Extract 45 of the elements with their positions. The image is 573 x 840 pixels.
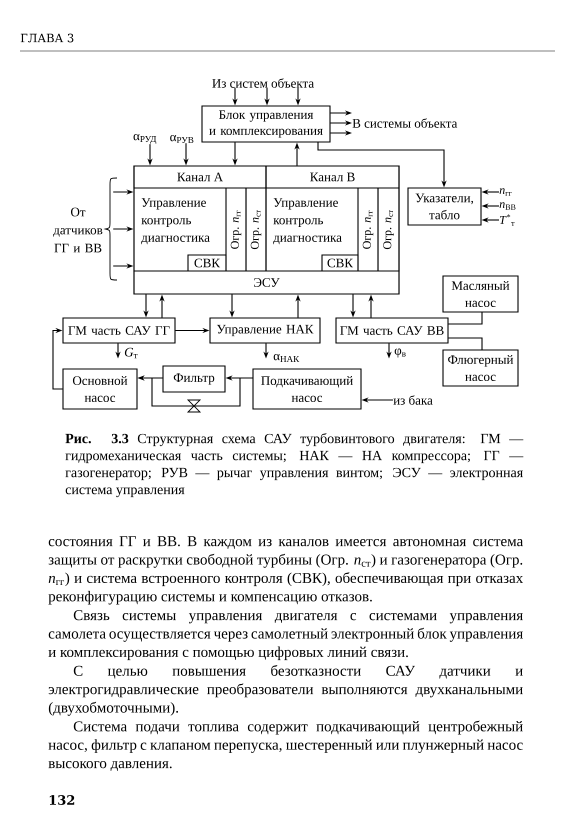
panel-heading: Канал А bbox=[133, 165, 267, 189]
vertical-cell: Огр. n$_{ст}$ bbox=[377, 187, 400, 272]
process-box: ГМ часть САУ ГГ bbox=[62, 317, 176, 344]
panel-heading: Канал В bbox=[265, 165, 400, 189]
channel-panel bbox=[265, 165, 400, 272]
paragraph: состояния ГГ и ВВ. В каждом из каналов имеется автономная система защиты от раскрутки свободной турбины (Огр. n$_{ст}$) и газогенератора (Огр. n$_{гг}$) и система встроенного контроля (СВК), обеспечивающая при отказах реконфигурацию системы и компенсацию отказов. bbox=[48, 536, 524, 605]
vertical-cell: Огр. n$_{ст}$ bbox=[245, 187, 267, 272]
inner-box: СВК bbox=[321, 254, 359, 272]
process-box: Блок управления и комплексирования bbox=[201, 105, 331, 143]
figure-caption: Рис. 3.3 Структурная схема САУ турбовинтового двигателя: ГМ — гидромеханическая часть системы; НАК — НА компрессора; ГГ — газогенератор; РУВ — рычаг управления винтом; ЭСУ — электронная система управления bbox=[65, 433, 524, 498]
signal-label: n$_{гг}$ bbox=[500, 188, 512, 196]
signal-label: α$_{РУД}$ bbox=[134, 134, 156, 144]
process-box: Флюгерный насос bbox=[442, 349, 519, 387]
paragraph: Связь системы управления двигателя с системами управления самолета осуществляется через самолетный электронный блок управления и комплексирования с помощью цифровых линий связи. bbox=[48, 610, 523, 660]
process-box: Масляный насос bbox=[442, 275, 519, 313]
paragraph: С целью повышения безотказности САУ датчики и электрогидравлические преобразователи выполняются двухканальными (двухобмоточными). bbox=[48, 664, 523, 716]
vertical-cell: Огр. n$_{гг}$ bbox=[225, 187, 247, 272]
signal-label: В системы объекта bbox=[352, 118, 458, 128]
connector-line bbox=[448, 337, 483, 350]
running-head: ГЛАВА 3 bbox=[20, 34, 74, 42]
vertical-cell: Огр. n$_{гг}$ bbox=[357, 187, 379, 272]
process-box: Управление НАК bbox=[209, 317, 321, 344]
source-label: От датчиков ГГ и ВВ bbox=[53, 208, 102, 252]
signal-label: из бака bbox=[393, 395, 433, 405]
process-box: ГМ часть САУ ВВ bbox=[335, 317, 449, 344]
process-box: Подкачивающий насос bbox=[252, 368, 362, 410]
page-number: 132 bbox=[50, 795, 74, 805]
inner-box: СВК bbox=[187, 254, 227, 272]
process-box: Указатели, табло bbox=[407, 187, 482, 226]
arrow bbox=[52, 328, 62, 390]
edge-label: G$_{т}$ bbox=[123, 346, 140, 360]
process-box: Фильтр bbox=[162, 365, 226, 393]
row-box: ЭСУ bbox=[133, 270, 400, 295]
channel-panel bbox=[133, 165, 267, 272]
signal-label: T$^{*}$т bbox=[500, 214, 514, 226]
paragraph: Система подачи топлива содержит подкачивающий центробежный насос, фильтр с клапаном перепуска, шестеренный или плунжерный насос высокого давления. bbox=[48, 720, 523, 771]
panel-text: Управление контроль диагностика bbox=[273, 198, 342, 244]
process-box: Основной насос bbox=[62, 368, 138, 410]
signal-label: Из систем объекта bbox=[212, 78, 314, 88]
panel-text: Управление контроль диагностика bbox=[141, 198, 210, 244]
edge-label: α$_{НАК}$ bbox=[272, 353, 301, 363]
edge-label: φ$_{в}$ bbox=[393, 348, 408, 358]
signal-label: n$_{ВВ}$ bbox=[500, 202, 516, 210]
signal-label: α$_{РУВ}$ bbox=[170, 134, 194, 144]
connector-line bbox=[448, 312, 483, 325]
